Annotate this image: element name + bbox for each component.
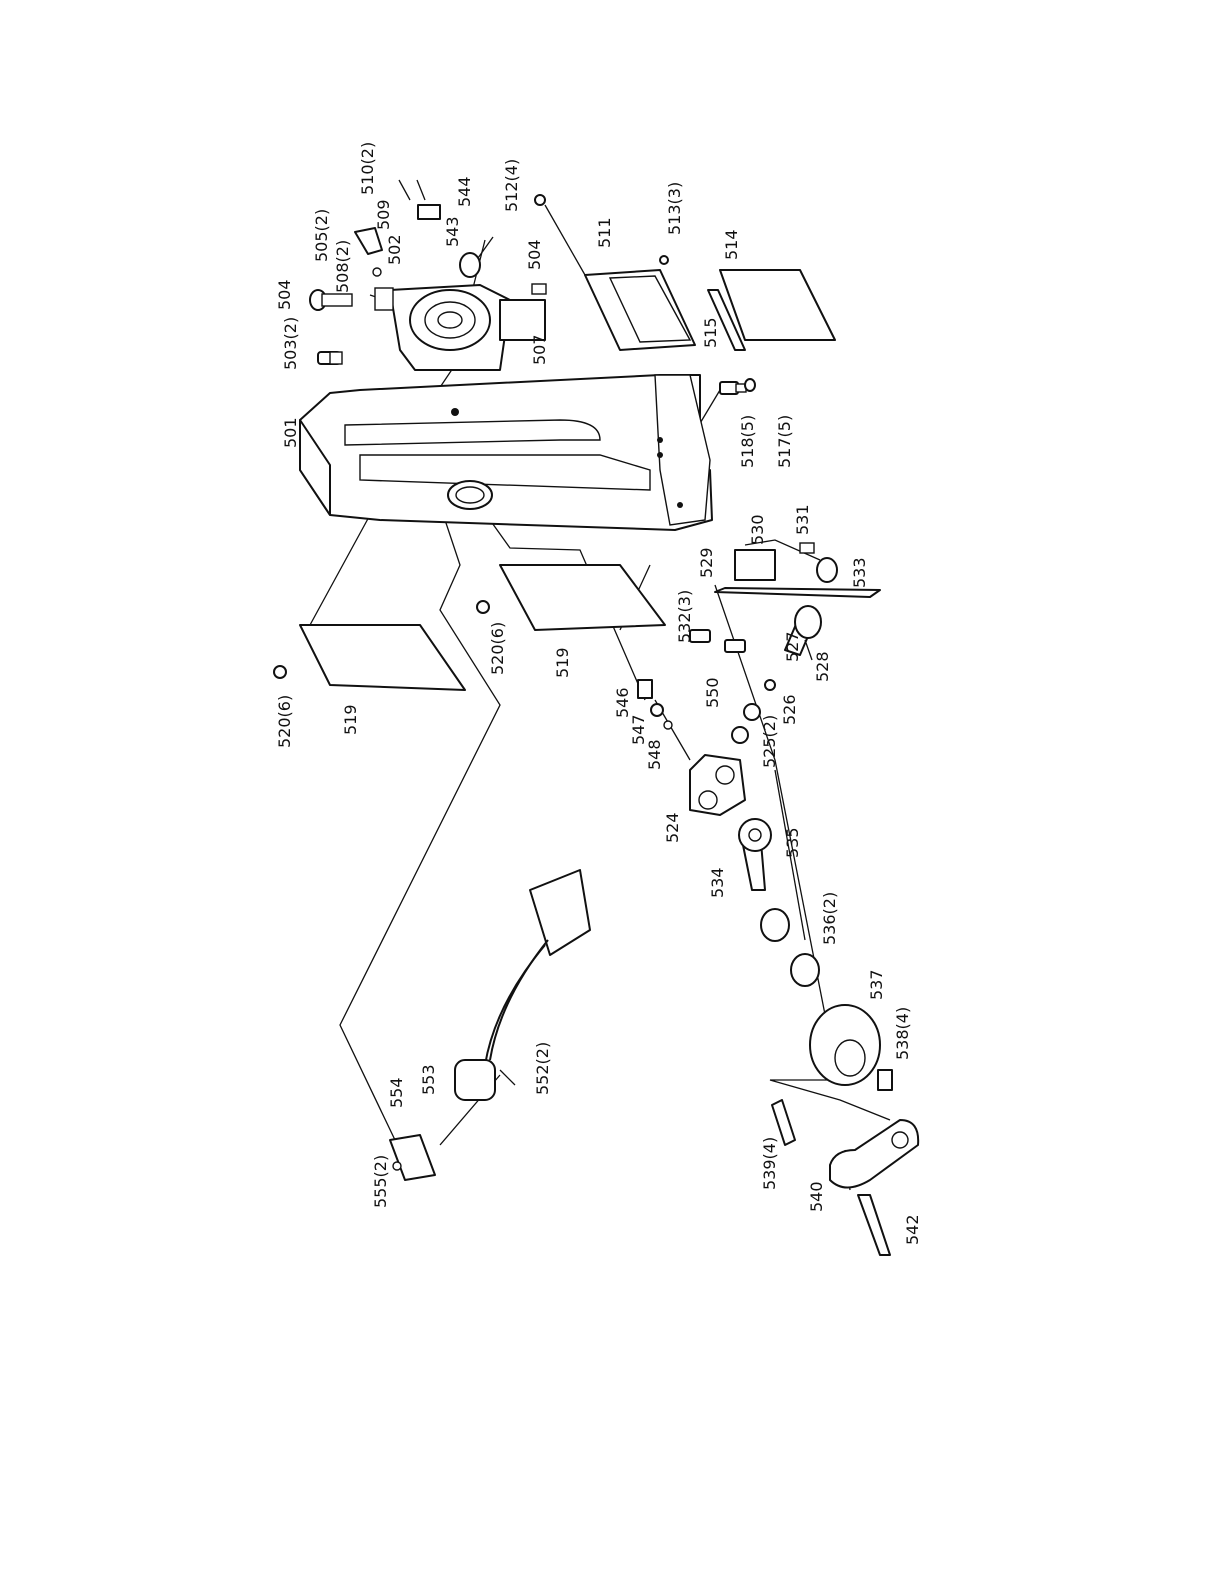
label-519-left: 519 xyxy=(341,704,360,735)
label-546: 546 xyxy=(613,687,632,718)
label-504-top: 504 xyxy=(275,279,294,310)
label-509: 509 xyxy=(374,199,393,230)
label-534: 534 xyxy=(708,867,727,898)
crank-540 xyxy=(830,1120,918,1188)
label-508: 508(2) xyxy=(333,240,352,293)
cover-511 xyxy=(585,270,695,350)
screw-538 xyxy=(878,1070,892,1090)
label-539: 539(4) xyxy=(760,1137,779,1190)
screw-552 xyxy=(500,1070,515,1085)
pin-528 xyxy=(805,640,812,660)
clip-509 xyxy=(399,180,440,219)
label-535: 535 xyxy=(783,827,802,858)
screw-546 xyxy=(638,680,652,698)
label-514: 514 xyxy=(722,229,741,260)
label-548: 548 xyxy=(645,739,664,770)
screw-504-side xyxy=(532,284,546,294)
column-body-501 xyxy=(300,375,712,530)
gear-535 xyxy=(739,819,771,851)
label-505: 505(2) xyxy=(312,209,331,262)
label-530: 530 xyxy=(748,514,767,545)
label-532: 532(3) xyxy=(675,590,694,643)
label-501: 501 xyxy=(281,417,300,448)
label-537: 537 xyxy=(867,969,886,1000)
label-542: 542 xyxy=(903,1214,922,1245)
label-527: 527 xyxy=(783,631,802,662)
label-520-right: 520(6) xyxy=(488,622,507,675)
screw-512 xyxy=(535,195,545,205)
label-540: 540 xyxy=(807,1181,826,1212)
lever-505 xyxy=(355,228,382,254)
label-518: 518(5) xyxy=(738,415,757,468)
block-530 xyxy=(735,550,775,580)
handle-542 xyxy=(858,1195,890,1255)
bushing-536b xyxy=(791,954,819,986)
label-555: 555(2) xyxy=(371,1155,390,1208)
label-520-left: 520(6) xyxy=(275,695,294,748)
bushing-536a xyxy=(761,909,789,941)
ball-548 xyxy=(664,721,672,729)
label-544: 544 xyxy=(455,176,474,207)
screw-550 xyxy=(725,640,745,652)
screw-518 xyxy=(720,382,746,394)
label-554: 554 xyxy=(387,1077,406,1108)
bar-507 xyxy=(500,300,545,340)
label-525: 525(2) xyxy=(760,715,779,768)
panel-519-left xyxy=(300,625,465,690)
label-512: 512(4) xyxy=(502,159,521,212)
screw-503 xyxy=(318,352,342,364)
bearing-525a xyxy=(732,727,748,743)
label-538: 538(4) xyxy=(893,1007,912,1060)
label-507: 507 xyxy=(530,334,549,365)
label-531: 531 xyxy=(793,504,812,535)
label-513: 513(3) xyxy=(665,182,684,235)
label-536: 536(2) xyxy=(820,892,839,945)
label-515: 515 xyxy=(701,317,720,348)
pin-526 xyxy=(765,680,775,690)
panel-519-right xyxy=(500,565,665,630)
label-528: 528 xyxy=(813,651,832,682)
bracket-554 xyxy=(390,1135,435,1180)
screw-520-right xyxy=(477,601,489,613)
label-553: 553 xyxy=(419,1064,438,1095)
ball-508 xyxy=(373,268,381,276)
screw-520-left xyxy=(274,666,286,678)
flange-537 xyxy=(810,1005,880,1085)
label-502: 502 xyxy=(385,234,404,265)
label-517: 517(5) xyxy=(775,415,794,468)
label-504-side: 504 xyxy=(525,239,544,270)
label-511: 511 xyxy=(595,217,614,248)
label-529: 529 xyxy=(697,547,716,578)
bearing-525b xyxy=(744,704,760,720)
screw-513 xyxy=(660,256,668,264)
label-552: 552(2) xyxy=(533,1042,552,1095)
cap-543 xyxy=(460,237,493,277)
washer-517 xyxy=(745,379,755,391)
washer-547 xyxy=(651,704,663,716)
label-543: 543 xyxy=(443,216,462,247)
label-510: 510(2) xyxy=(358,142,377,195)
pin-531 xyxy=(800,543,814,553)
plate-514 xyxy=(720,270,835,340)
label-503: 503(2) xyxy=(281,317,300,370)
screw-555 xyxy=(393,1162,401,1170)
ring-533 xyxy=(817,558,837,582)
label-550: 550 xyxy=(703,677,722,708)
label-524: 524 xyxy=(663,812,682,843)
head-plate-502 xyxy=(375,285,510,370)
label-526: 526 xyxy=(780,694,799,725)
lamp-arm-553 xyxy=(455,870,590,1100)
leader-lines xyxy=(310,205,890,1190)
rack-529 xyxy=(715,588,880,597)
housing-524 xyxy=(690,755,745,815)
label-519-right: 519 xyxy=(553,647,572,678)
label-533: 533 xyxy=(850,557,869,588)
